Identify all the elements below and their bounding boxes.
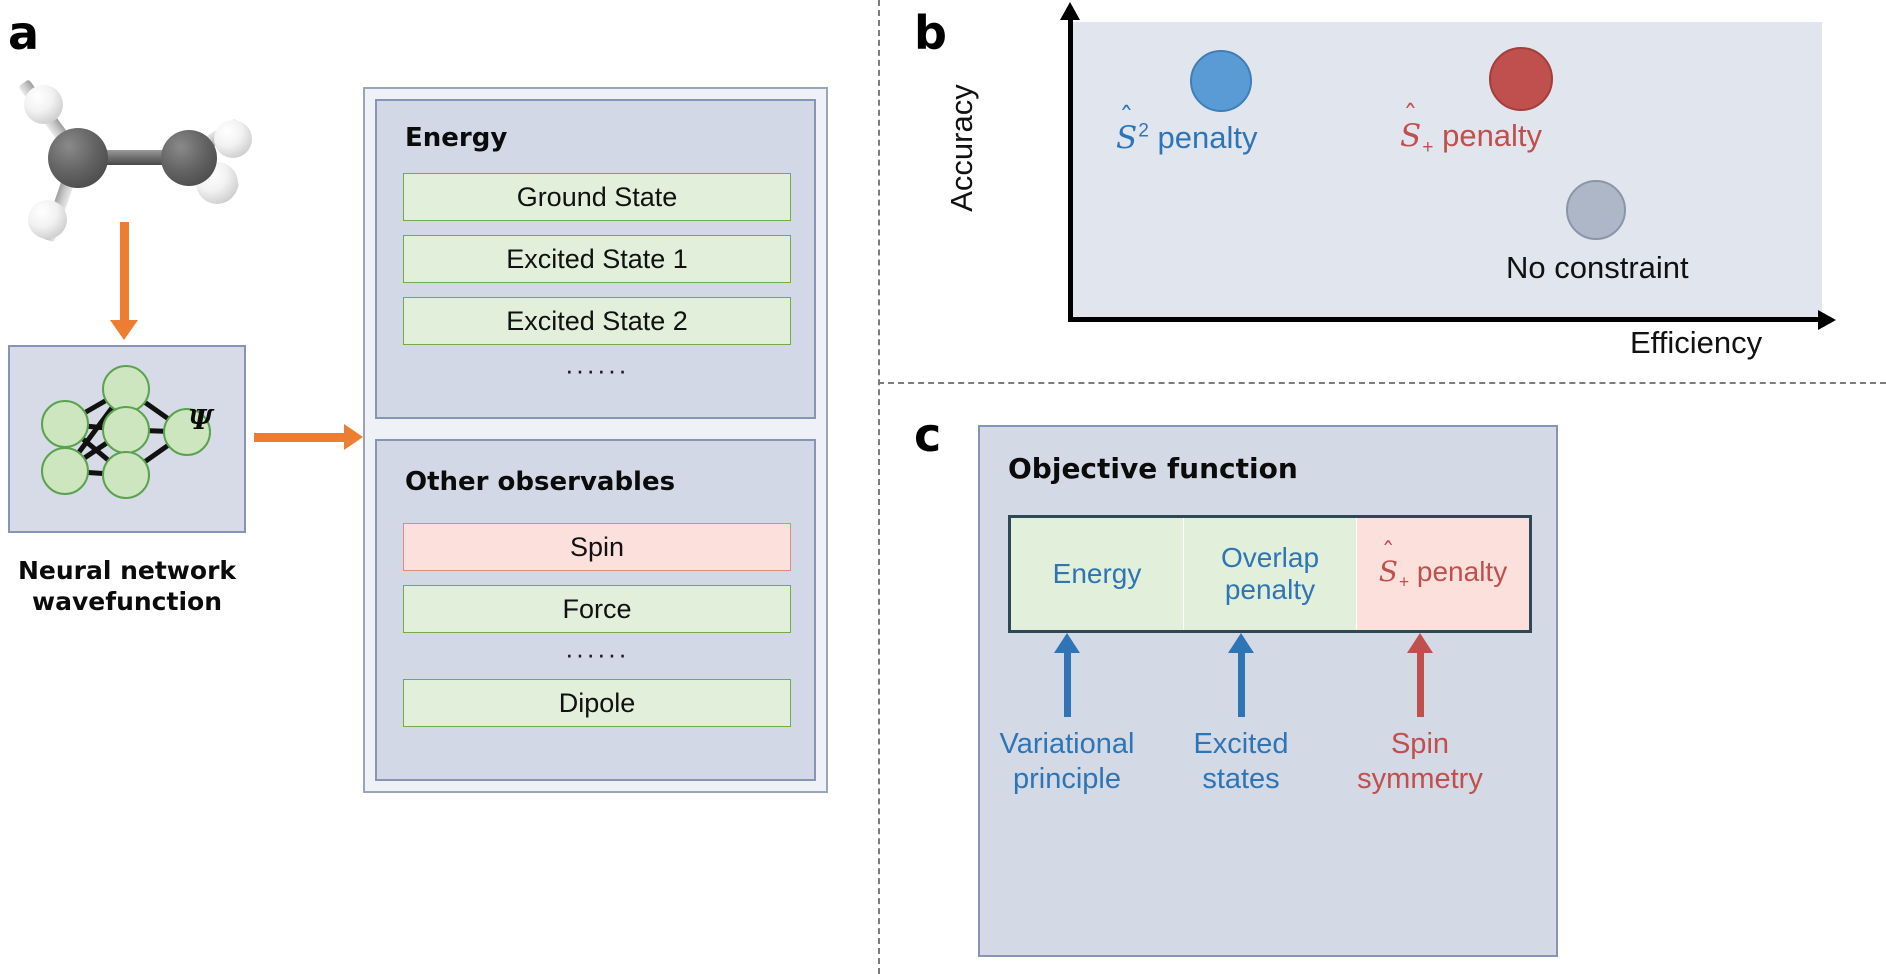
- x-axis-arrow-icon: [1818, 310, 1836, 330]
- s-hat-symbol: S: [1116, 120, 1138, 156]
- arrow-head-right-icon: [344, 424, 363, 450]
- variational-principle-line2: principle: [1013, 762, 1121, 795]
- objective-term-energy[interactable]: Energy: [1011, 518, 1184, 630]
- arrow-stem-excited-states: [1238, 649, 1245, 717]
- data-point-s2-penalty[interactable]: [1190, 50, 1252, 112]
- overlap-penalty-line2: penalty: [1224, 574, 1316, 605]
- objective-term-overlap-penalty[interactable]: Overlap penalty: [1184, 518, 1357, 630]
- neural-network-graph: [41, 365, 211, 499]
- splus-subscript: +: [1398, 571, 1410, 592]
- panel-b-letter: b: [914, 6, 947, 60]
- energy-card: Energy Ground State Excited State 1 Exci…: [375, 99, 816, 419]
- other-observables-title: Other observables: [405, 467, 676, 497]
- energy-item-excited-state-2[interactable]: Excited State 2: [403, 297, 791, 345]
- ethylene-molecule-image: [18, 79, 252, 255]
- accuracy-efficiency-plot-area: S2 penalty S+ penalty No constraint: [1072, 22, 1822, 319]
- arrow-molecule-to-network: [120, 222, 129, 322]
- s2-penalty-word: penalty: [1148, 120, 1258, 155]
- data-point-no-constraint[interactable]: [1566, 180, 1626, 240]
- arrow-network-to-observables: [254, 433, 346, 442]
- observables-container: Energy Ground State Excited State 1 Exci…: [363, 87, 828, 793]
- other-observables-card: Other observables Spin Force ······ Dipo…: [375, 439, 816, 781]
- observable-item-dipole[interactable]: Dipole: [403, 679, 791, 727]
- excited-states-line2: states: [1202, 762, 1280, 795]
- panel-b: b S2 penalty S+ penalty No constraint Ac…: [878, 0, 1886, 382]
- nn-caption-line2: wavefunction: [31, 586, 222, 616]
- psi-symbol-label: Ψ: [188, 405, 213, 436]
- energy-item-ground-state[interactable]: Ground State: [403, 173, 791, 221]
- x-axis-line: [1068, 317, 1820, 322]
- arrow-head-up-icon: [1228, 633, 1254, 653]
- y-axis-label: Accuracy: [944, 84, 979, 212]
- data-point-splus-penalty[interactable]: [1489, 47, 1553, 111]
- panel-c: c Objective function Energy Overlap pena…: [878, 382, 1886, 974]
- neural-network-caption: Neural network wavefunction: [8, 556, 246, 617]
- panel-c-letter: c: [914, 408, 942, 462]
- hydrogen-atom: [24, 85, 63, 124]
- arrow-head-up-icon: [1407, 633, 1433, 653]
- objective-term-splus-penalty[interactable]: S+ penalty: [1357, 518, 1529, 630]
- source-label-excited-states: Excited states: [1146, 727, 1336, 797]
- data-label-s2-penalty: S2 penalty: [1116, 120, 1258, 156]
- arrow-stem-spin-symmetry: [1417, 649, 1424, 717]
- energy-ellipsis: ······: [565, 355, 629, 385]
- data-label-no-constraint: No constraint: [1506, 250, 1689, 285]
- excited-states-line1: Excited: [1193, 728, 1289, 760]
- splus-subscript: +: [1422, 137, 1434, 159]
- energy-card-title: Energy: [405, 123, 508, 153]
- splus-penalty-word: penalty: [1433, 118, 1543, 153]
- arrow-head-up-icon: [1054, 633, 1080, 653]
- objective-function-title: Objective function: [1008, 452, 1298, 485]
- vertical-dashed-separator: [878, 0, 880, 974]
- objective-terms-row: Energy Overlap penalty S+ penalty: [1008, 515, 1532, 633]
- carbon-atom: [161, 130, 217, 186]
- data-label-splus-penalty: S+ penalty: [1400, 118, 1542, 159]
- source-label-variational-principle: Variational principle: [972, 727, 1162, 797]
- s-hat-symbol: S: [1379, 555, 1399, 588]
- observable-item-force[interactable]: Force: [403, 585, 791, 633]
- hydrogen-atom: [28, 200, 67, 239]
- s2-superscript: 2: [1138, 120, 1149, 142]
- horizontal-dashed-separator: [878, 382, 1886, 384]
- x-axis-label: Efficiency: [1630, 325, 1763, 360]
- source-label-spin-symmetry: Spin symmetry: [1325, 727, 1515, 797]
- nn-caption-line1: Neural network: [17, 556, 237, 585]
- overlap-penalty-line1: Overlap: [1220, 542, 1320, 574]
- y-axis-line: [1068, 18, 1073, 320]
- neural-network-box: Ψ: [8, 345, 246, 533]
- energy-item-excited-state-1[interactable]: Excited State 1: [403, 235, 791, 283]
- hydrogen-atom: [214, 120, 252, 158]
- y-axis-arrow-icon: [1060, 2, 1080, 20]
- arrow-head-down-icon: [110, 320, 138, 340]
- objective-function-box: Objective function Energy Overlap penalt…: [978, 425, 1558, 957]
- spin-symmetry-line1: Spin: [1390, 728, 1450, 760]
- other-observables-ellipsis: ······: [565, 639, 629, 669]
- spin-symmetry-line2: symmetry: [1357, 762, 1483, 795]
- carbon-atom: [48, 128, 108, 188]
- panel-a-letter: a: [8, 6, 40, 60]
- panel-a: a: [0, 0, 880, 974]
- variational-principle-line1: Variational: [999, 728, 1135, 760]
- arrow-stem-variational-principle: [1064, 649, 1071, 717]
- observable-item-spin[interactable]: Spin: [403, 523, 791, 571]
- splus-penalty-word: penalty: [1409, 555, 1508, 587]
- s-hat-symbol: S: [1400, 118, 1422, 154]
